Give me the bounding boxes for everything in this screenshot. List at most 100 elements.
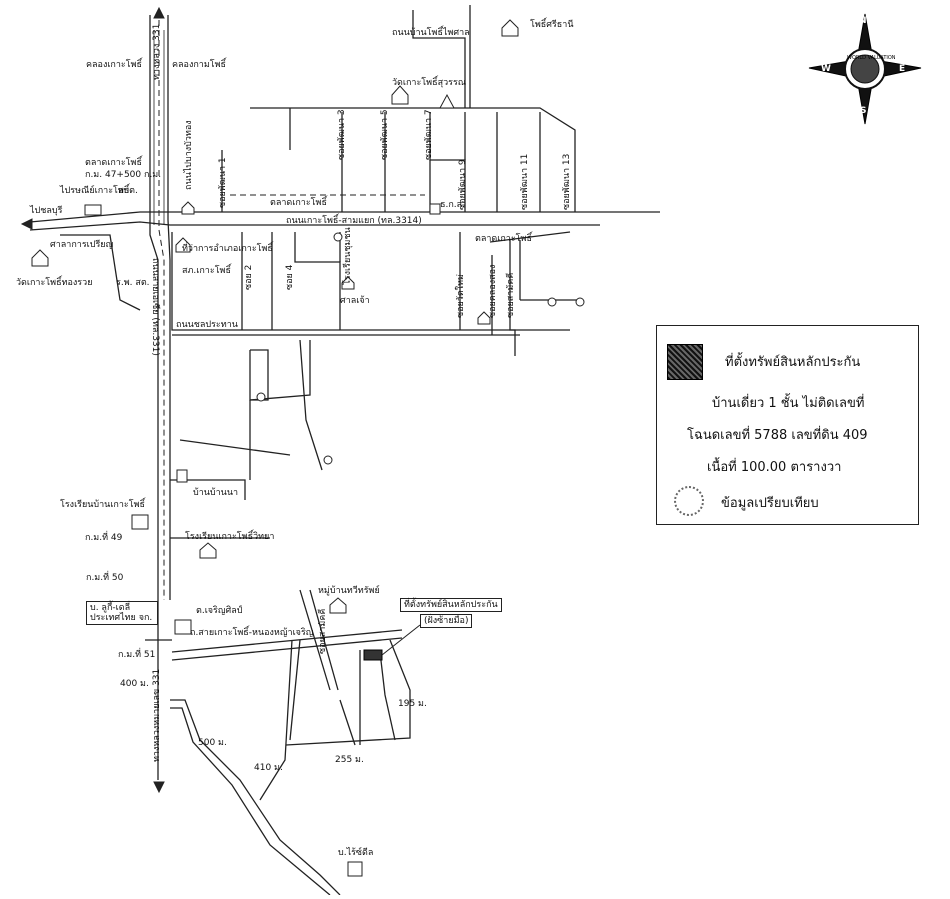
landmark-icon xyxy=(323,455,333,465)
compass-w-label: W xyxy=(821,64,831,74)
school-icon xyxy=(131,514,149,530)
soi2-label: ซอยพัฒนา 3 xyxy=(337,109,347,160)
top-street xyxy=(250,107,576,212)
distance-500-label: 500 ม. xyxy=(198,738,227,748)
soi3-label: ซอยพัฒนา 5 xyxy=(380,109,390,160)
factory-bottom-label: บ.ไร้ซ์ดีล xyxy=(338,848,374,858)
hall-left-label: ศาลาการเปรียญ xyxy=(50,240,114,250)
police-label: สภ.เกาะโพธิ์ xyxy=(182,266,231,276)
arrow-west-icon xyxy=(20,218,33,230)
main-road-3314-north xyxy=(29,211,660,223)
arrow-south-icon xyxy=(153,781,165,794)
road-bottom-label: ถนนชลประทาน xyxy=(176,320,238,330)
district-office-label: ที่ว่าการอำเภอเกาะโพธิ์ xyxy=(182,244,273,254)
km51-label: ก.ม.ที่ 51 xyxy=(118,650,156,660)
km50-label: ก.ม.ที่ 50 xyxy=(86,573,124,583)
to-chonburi-label: ไปชลบุรี xyxy=(30,206,63,216)
market-right-label: ตลาดเกาะโพธิ์ xyxy=(475,234,532,244)
village-right-label: หมู่บ้านทวีทรัพย์ xyxy=(318,586,380,596)
school-lower2-label: โรงเรียนเกาะโพธิ์วิทยา xyxy=(185,532,275,542)
market-gate-label: ตลาดเกาะโพธิ์ xyxy=(85,158,142,168)
village-office-label: อบต. xyxy=(118,186,138,196)
house-icon xyxy=(175,237,191,253)
road-south xyxy=(170,699,341,896)
house-icon xyxy=(501,19,519,37)
soi4-label: ซอยพัฒนา 7 xyxy=(424,109,434,160)
hospital-label: ร.พ. สต. xyxy=(116,278,150,288)
house-icon xyxy=(341,276,355,290)
house-icon xyxy=(477,311,491,325)
compass-e-label: E xyxy=(899,64,906,74)
school-mid-label: โรงเรียนชุมชน xyxy=(343,227,353,285)
canal-right-label: คลองกามโพธิ์ xyxy=(172,60,227,70)
soi7-label: ซอยพัฒนา 13 xyxy=(562,153,572,210)
bangkok-road-label: ถนนไปบางบัวทอง xyxy=(184,120,194,190)
house-icon xyxy=(31,249,49,267)
road-to-nongya xyxy=(171,629,403,653)
highway-top-label: ทางหลวง 331 xyxy=(152,23,162,80)
landmark-icon xyxy=(256,392,266,402)
legend-house-type: บ้านเดี่ยว 1 ชั้น ไม่ติดเลขที่ xyxy=(712,396,865,411)
post-office-icon xyxy=(84,204,102,216)
factory-icon xyxy=(347,861,363,877)
side-road-a-label: ซอย 2 xyxy=(244,264,254,290)
house-icon xyxy=(329,597,347,614)
highway-right-edge xyxy=(167,15,171,600)
office-icon xyxy=(174,619,192,635)
asset-label: ที่ตั้งทรัพย์สินหลักประกัน xyxy=(400,598,502,612)
compass-n-label: N xyxy=(859,16,867,26)
temple-mid-label: วัดเกาะโพธิ์สุวรรณ xyxy=(392,78,467,88)
village-road xyxy=(299,589,331,691)
asset-hatch-icon xyxy=(667,344,703,380)
village-lower-label: ต.เจริญศิลป์ xyxy=(196,606,243,616)
main-road-3314-south xyxy=(29,221,600,231)
house-icon xyxy=(391,85,409,105)
temple-left-label: วัดเกาะโพธิ์ทองรวย xyxy=(16,278,93,288)
north-road xyxy=(412,10,466,108)
legend-box: ที่ตั้งทรัพย์สินหลักประกัน บ้านเดี่ยว 1 … xyxy=(656,325,919,525)
legend-area: เนื้อที่ 100.00 ตารางวา xyxy=(707,460,842,475)
soi1-label: ซอยพัฒนา 1 xyxy=(218,157,228,208)
bank-label: ธ.ก.ส. xyxy=(440,200,466,210)
soi-r1-label: ซอยวัดใหม่ xyxy=(456,274,466,318)
landmark-icon xyxy=(547,297,557,307)
house-icon xyxy=(181,201,195,215)
compass-rose: N S E W WORLD VALUATION xyxy=(805,10,925,128)
landmark-icon xyxy=(333,232,343,242)
top-road-label: ถนนบ้านโพธิ์ไพศาล xyxy=(392,28,470,38)
soi-r3-label: ซอยสามัคคี xyxy=(506,272,516,318)
distance-255-label: 255 ม. xyxy=(335,755,364,765)
compass-ring-label: WORLD VALUATION xyxy=(847,55,896,61)
highway-centerline xyxy=(158,20,165,600)
canal-left-label: คลองเกาะโพธิ์ xyxy=(86,60,143,70)
side-road-b-label: ซอย 4 xyxy=(285,264,295,290)
highway-lower-label: ทางหลวงหมายเลข 331 xyxy=(152,668,162,762)
company-box-label: บ. ลูกี้-เดลี่ ประเทศไทย จก. xyxy=(86,601,158,625)
school-lower-label: โรงเรียนบ้านเกาะโพธิ์ xyxy=(60,500,145,510)
soi6-label: ซอยพัฒนา 11 xyxy=(520,153,530,210)
market-dashed-label: ตลาดเกาะโพธิ์ xyxy=(270,198,327,208)
village-name-label: บ้านบ้านนา xyxy=(193,488,239,498)
highway-label: ถนนสายเอเซีย (ทล.331) xyxy=(150,258,160,356)
compass-s-label: S xyxy=(860,106,867,116)
distance-410-label: 410 ม. xyxy=(254,763,283,773)
compass-icon xyxy=(808,13,922,125)
legend-asset-title: ที่ตั้งทรัพย์สินหลักประกัน xyxy=(725,355,861,370)
temple-top-label: โพธิ์ศรีธานี xyxy=(530,20,574,30)
road-low2-label: ซอยสามัคคี xyxy=(318,608,328,654)
house-icon xyxy=(199,542,217,559)
main-road-label: ถนนเกาะโพธิ์-สามแยก (ทล.3314) xyxy=(286,216,422,226)
km47-label: ก.ม. 47+500 ก.ม. xyxy=(85,170,162,180)
village-icon xyxy=(176,469,188,483)
asset-sub-label: (ฝั่งซ้ายมือ) xyxy=(420,614,473,628)
distance-195-label: 195 ม. xyxy=(398,699,427,709)
asset-marker xyxy=(363,624,421,661)
temple-icon xyxy=(439,93,455,109)
post-office-label: ไปรษณีย์เกาะโพธิ์ xyxy=(60,186,130,196)
comparison-circle-icon xyxy=(674,486,704,516)
shrine-label: ศาลเจ้า xyxy=(340,296,370,306)
km49-label: ก.ม.ที่ 49 xyxy=(85,533,123,543)
south-loop-road xyxy=(171,232,516,356)
